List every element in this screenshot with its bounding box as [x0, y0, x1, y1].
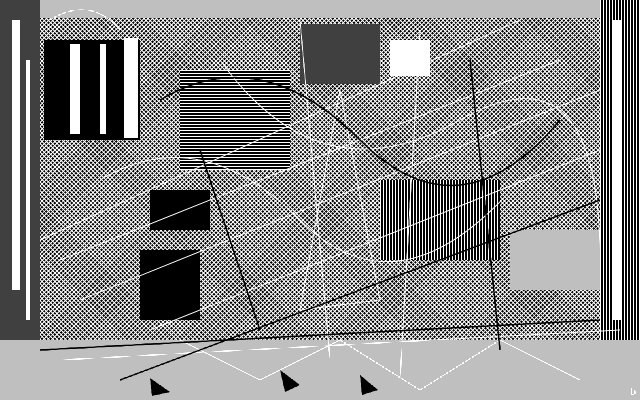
bright-bar-3: [124, 38, 138, 138]
edge-stripe-1: [12, 20, 20, 290]
edge-stripe-3: [612, 20, 622, 320]
top-band: [0, 0, 640, 20]
left-edge-block: [0, 0, 40, 400]
mid-block-6: [140, 250, 200, 320]
mid-block-5: [510, 230, 600, 290]
mid-block-1: [180, 70, 290, 170]
bright-bar-1: [70, 44, 80, 134]
edge-stripe-2: [26, 60, 30, 320]
corner-glyph: b: [629, 387, 636, 398]
bright-bar-2: [100, 44, 106, 134]
mid-block-3: [300, 24, 380, 84]
mid-block-2: [150, 190, 210, 230]
